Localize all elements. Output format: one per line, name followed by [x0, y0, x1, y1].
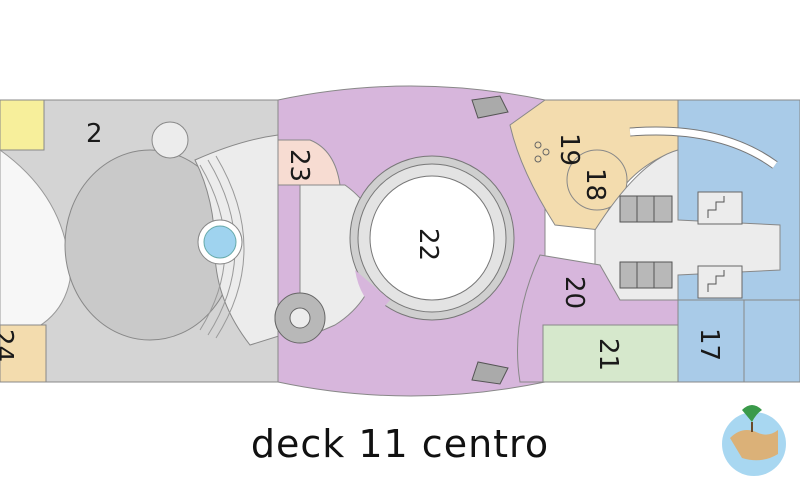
zone-label-24: 24 — [0, 329, 18, 362]
stair-steps-bottom — [707, 270, 725, 292]
zone-label-21: 21 — [593, 338, 623, 371]
small-circle — [151, 121, 189, 159]
area-21[interactable] — [542, 324, 679, 383]
zone-label-17: 17 — [694, 328, 724, 361]
dot-2 — [542, 148, 550, 156]
area-22[interactable] — [369, 175, 495, 301]
deck-title: deck 11 centro — [250, 422, 550, 466]
ring-gap — [355, 270, 390, 312]
area-yellow-block — [0, 99, 45, 151]
arc-3 — [215, 155, 245, 339]
globe-icon — [722, 405, 786, 476]
stair-steps-top — [707, 196, 725, 218]
elevators-bottom — [619, 261, 673, 289]
stairs-top — [471, 95, 509, 119]
pool-icon — [203, 225, 237, 259]
area-17-b — [743, 299, 800, 383]
stair-block-bottom — [697, 265, 743, 299]
dot-1 — [534, 141, 542, 149]
area-17[interactable] — [677, 299, 745, 383]
stairs-bottom — [471, 361, 509, 385]
dot-3 — [534, 155, 542, 163]
arc-curtain-inner — [629, 127, 778, 168]
zone-label-22: 22 — [413, 228, 443, 261]
zone-label-2: 2 — [86, 119, 103, 149]
zone-label-23: 23 — [284, 149, 314, 182]
area-18[interactable] — [566, 149, 628, 211]
elevators-top — [619, 195, 673, 223]
zone-label-19: 19 — [554, 133, 584, 166]
area-24[interactable] — [0, 324, 47, 383]
restroom-core — [289, 307, 311, 329]
zone-label-20: 20 — [559, 276, 589, 309]
stair-block-top — [697, 191, 743, 225]
zone-label-18: 18 — [580, 168, 610, 201]
liveboat-logo — [712, 398, 796, 482]
